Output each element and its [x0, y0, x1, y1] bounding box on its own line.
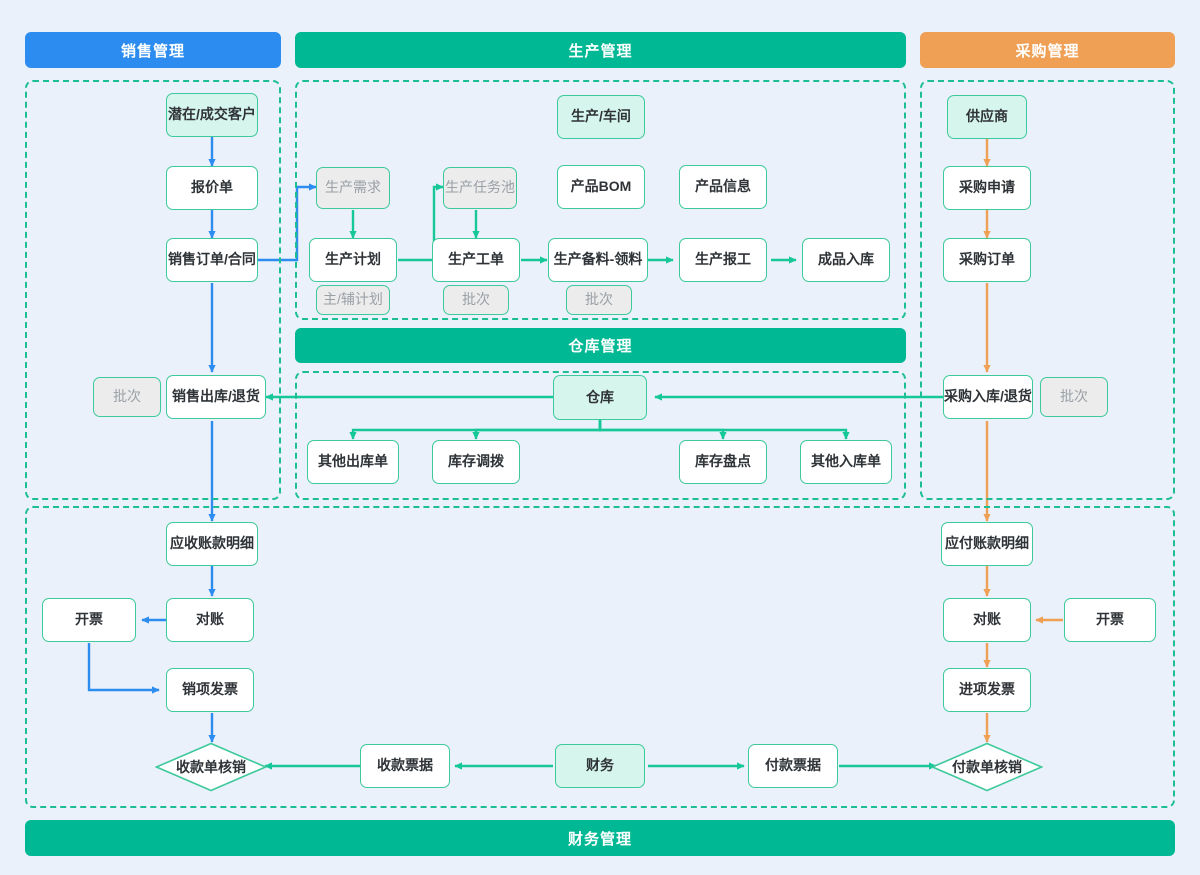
section-header-production: 生产管理 [295, 32, 906, 68]
node-sales-order-label: 销售订单/合同 [168, 251, 256, 268]
node-input-invoice-label: 进项发票 [959, 681, 1015, 698]
node-warehouse-label: 仓库 [586, 388, 614, 405]
node-main-sub-plan-label: 主/辅计划 [323, 291, 383, 308]
section-header-warehouse-label: 仓库管理 [568, 338, 633, 355]
node-finance-label: 财务 [586, 757, 614, 774]
group-production [295, 80, 906, 320]
node-payment-voucher-label: 付款票据 [765, 757, 821, 774]
node-workshop[interactable]: 生产/车间 [557, 95, 645, 139]
node-finance[interactable]: 财务 [555, 744, 645, 788]
node-production-plan-label: 生产计划 [325, 251, 381, 268]
node-payable-detail-label: 应付账款明细 [945, 535, 1029, 552]
node-purchase-batch-label: 批次 [1060, 388, 1088, 405]
node-supplier-label: 供应商 [966, 108, 1008, 125]
node-sales-outbound[interactable]: 销售出库/退货 [166, 375, 266, 419]
node-customer-label: 潜在/成交客户 [168, 106, 256, 123]
node-invoice-ap[interactable]: 开票 [1064, 598, 1156, 642]
node-main-sub-plan[interactable]: 主/辅计划 [316, 285, 390, 315]
node-stock-count-label: 库存盘点 [695, 453, 751, 470]
node-reconcile-ar-label: 对账 [196, 611, 224, 628]
node-production-demand[interactable]: 生产需求 [316, 167, 390, 209]
node-stock-transfer-label: 库存调拨 [448, 453, 504, 470]
node-receipt-writeoff[interactable]: 收款单核销 [155, 742, 267, 792]
node-purchase-batch[interactable]: 批次 [1040, 377, 1108, 417]
node-production-plan[interactable]: 生产计划 [309, 238, 397, 282]
node-output-invoice[interactable]: 销项发票 [166, 668, 254, 712]
node-receivable-detail-label: 应收账款明细 [170, 535, 254, 552]
node-sales-outbound-label: 销售出库/退货 [172, 388, 260, 405]
node-quotation[interactable]: 报价单 [166, 166, 258, 210]
node-task-pool-label: 生产任务池 [445, 179, 515, 196]
group-finance [25, 506, 1175, 808]
node-other-outbound-label: 其他出库单 [318, 453, 388, 470]
node-payable-detail[interactable]: 应付账款明细 [941, 522, 1033, 566]
node-product-info-label: 产品信息 [695, 178, 751, 195]
node-batch-work-order-label: 批次 [462, 291, 490, 308]
node-workshop-label: 生产/车间 [571, 108, 631, 125]
node-invoice-ar-label: 开票 [75, 611, 103, 628]
node-reconcile-ar[interactable]: 对账 [166, 598, 254, 642]
node-other-inbound[interactable]: 其他入库单 [800, 440, 892, 484]
node-production-report[interactable]: 生产报工 [679, 238, 767, 282]
group-purchase [920, 80, 1175, 500]
node-purchase-order[interactable]: 采购订单 [943, 238, 1031, 282]
node-work-order[interactable]: 生产工单 [432, 238, 520, 282]
section-header-sales: 销售管理 [25, 32, 281, 68]
node-batch-material-prep-label: 批次 [585, 291, 613, 308]
section-header-warehouse: 仓库管理 [295, 328, 906, 363]
section-header-finance-label: 财务管理 [567, 830, 632, 848]
node-reconcile-ap[interactable]: 对账 [943, 598, 1031, 642]
node-product-bom-label: 产品BOM [570, 178, 632, 195]
node-sales-order[interactable]: 销售订单/合同 [166, 238, 258, 282]
node-task-pool[interactable]: 生产任务池 [443, 167, 517, 209]
node-batch-material-prep[interactable]: 批次 [566, 285, 632, 315]
node-input-invoice[interactable]: 进项发票 [943, 668, 1031, 712]
node-receivable-detail[interactable]: 应收账款明细 [166, 522, 258, 566]
diamond-shape-receipt-writeoff [155, 742, 267, 792]
node-product-bom[interactable]: 产品BOM [557, 165, 645, 209]
node-stock-transfer[interactable]: 库存调拨 [432, 440, 520, 484]
section-header-purchase-label: 采购管理 [1015, 42, 1080, 60]
node-work-order-label: 生产工单 [448, 251, 504, 268]
group-warehouse [295, 371, 906, 500]
node-purchase-inbound-label: 采购入库/退货 [944, 388, 1032, 405]
node-purchase-request[interactable]: 采购申请 [943, 166, 1031, 210]
node-production-demand-label: 生产需求 [325, 179, 381, 196]
node-sales-batch[interactable]: 批次 [93, 377, 161, 417]
node-receipt-voucher[interactable]: 收款票据 [360, 744, 450, 788]
section-header-sales-label: 销售管理 [120, 42, 185, 60]
node-reconcile-ap-label: 对账 [973, 611, 1001, 628]
node-output-invoice-label: 销项发票 [182, 681, 238, 698]
node-other-inbound-label: 其他入库单 [811, 453, 881, 470]
node-invoice-ar[interactable]: 开票 [42, 598, 136, 642]
node-warehouse[interactable]: 仓库 [553, 375, 647, 420]
node-payment-writeoff[interactable]: 付款单核销 [931, 742, 1043, 792]
node-receipt-writeoff-label: 收款单核销 [176, 759, 246, 775]
node-finished-goods-in-label: 成品入库 [818, 251, 874, 268]
node-payment-voucher[interactable]: 付款票据 [748, 744, 838, 788]
section-header-finance: 财务管理 [25, 820, 1175, 856]
node-invoice-ap-label: 开票 [1096, 611, 1124, 628]
group-sales [25, 80, 281, 500]
node-quotation-label: 报价单 [191, 179, 233, 196]
node-material-prep-label: 生产备料-领料 [553, 251, 643, 268]
node-batch-work-order[interactable]: 批次 [443, 285, 509, 315]
section-header-purchase: 采购管理 [920, 32, 1175, 68]
node-customer[interactable]: 潜在/成交客户 [166, 93, 258, 137]
node-production-report-label: 生产报工 [695, 251, 751, 268]
node-sales-batch-label: 批次 [113, 388, 141, 405]
node-receipt-voucher-label: 收款票据 [377, 757, 433, 774]
node-material-prep[interactable]: 生产备料-领料 [548, 238, 648, 282]
node-purchase-request-label: 采购申请 [959, 179, 1015, 196]
section-header-production-label: 生产管理 [568, 42, 633, 60]
node-supplier[interactable]: 供应商 [947, 95, 1027, 139]
node-payment-writeoff-label: 付款单核销 [952, 759, 1022, 775]
node-product-info[interactable]: 产品信息 [679, 165, 767, 209]
node-purchase-order-label: 采购订单 [959, 251, 1015, 268]
node-stock-count[interactable]: 库存盘点 [679, 440, 767, 484]
node-purchase-inbound[interactable]: 采购入库/退货 [943, 375, 1033, 419]
node-finished-goods-in[interactable]: 成品入库 [802, 238, 890, 282]
diamond-shape-payment-writeoff [931, 742, 1043, 792]
node-other-outbound[interactable]: 其他出库单 [307, 440, 399, 484]
